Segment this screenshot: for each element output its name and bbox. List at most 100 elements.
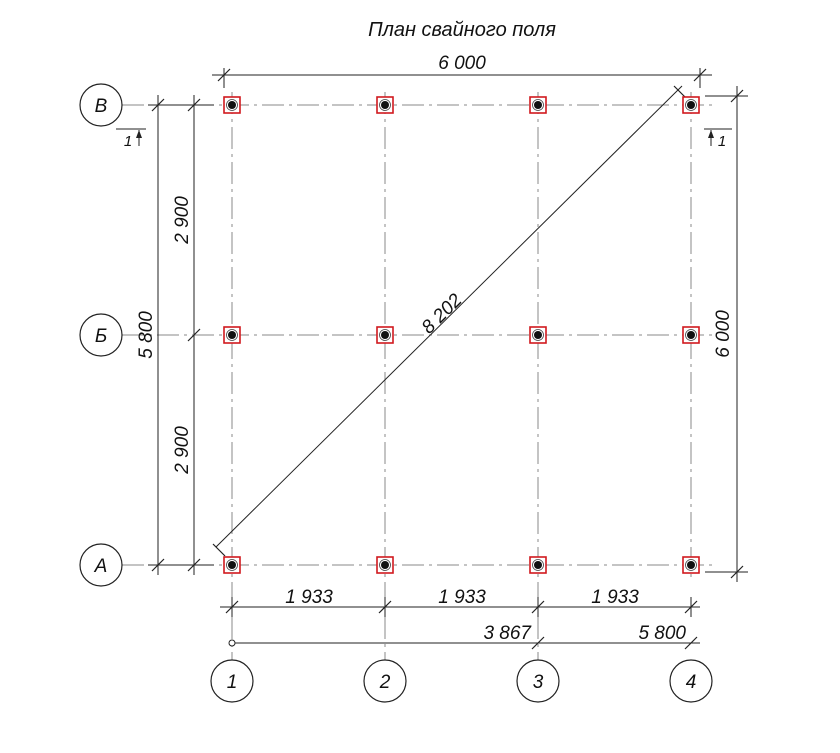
- tick-mark: [225, 600, 239, 614]
- pile: [682, 326, 700, 344]
- dimension-left-partial: 2 900 2 900: [172, 95, 201, 575]
- pile-ring: [532, 329, 544, 341]
- pile-shaft-dot: [228, 561, 236, 569]
- pile-ring: [532, 99, 544, 111]
- axis-bubble-b: [79, 313, 123, 357]
- pile-shaft-dot: [687, 101, 695, 109]
- tick-mark: [187, 98, 201, 112]
- pile-ring: [379, 559, 391, 571]
- section-label: 1: [124, 133, 132, 150]
- axis-bubble-v: [79, 83, 123, 127]
- dimension-left-overall: 5 800: [136, 95, 214, 575]
- dimension-diagonal: 8 202: [212, 85, 687, 557]
- dimension-text: 8 202: [418, 290, 467, 339]
- pile-shaft-dot: [228, 101, 236, 109]
- dimension-text: 6 000: [713, 310, 734, 358]
- tick-mark: [531, 636, 545, 650]
- pile: [376, 96, 394, 114]
- tick-mark: [673, 85, 687, 99]
- tick-mark: [684, 600, 698, 614]
- origin-mark: [228, 639, 236, 647]
- axis-label-2: 2: [379, 672, 391, 693]
- dimension-text: 1 933: [285, 587, 333, 608]
- dimension-text: 1 933: [591, 587, 639, 608]
- pile: [682, 556, 700, 574]
- pile-ring: [685, 329, 697, 341]
- pile-ring: [379, 329, 391, 341]
- tick-mark: [187, 328, 201, 342]
- dimension-top-overall: 6 000: [212, 53, 712, 88]
- grid-lines: [122, 92, 712, 660]
- axis-label-a: А: [94, 556, 108, 577]
- tick-mark: [684, 636, 698, 650]
- tick-mark: [531, 600, 545, 614]
- arrow-up-icon: [136, 130, 142, 138]
- pile-shaft-dot: [687, 561, 695, 569]
- pile-ring: [685, 99, 697, 111]
- pile-ring: [685, 559, 697, 571]
- pile-shaft-dot: [534, 561, 542, 569]
- tick-mark: [151, 558, 165, 572]
- tick-mark: [693, 68, 707, 82]
- pile: [223, 326, 241, 344]
- dimension-text: 5 800: [136, 311, 157, 359]
- dimension-text: 2 900: [172, 426, 193, 475]
- dimension-bottom-spans: 1 933 1 933 1 933: [220, 587, 700, 617]
- pile: [529, 326, 547, 344]
- row-axis-markers: В Б А: [79, 83, 123, 587]
- tick-mark: [730, 89, 744, 103]
- pile-ring: [226, 329, 238, 341]
- pile: [376, 326, 394, 344]
- section-label: 1: [718, 133, 726, 150]
- pile: [529, 96, 547, 114]
- axis-label-b: Б: [95, 326, 107, 347]
- section-mark-right: 1: [704, 128, 732, 150]
- pile-shaft-dot: [534, 331, 542, 339]
- pile-shaft-dot: [534, 101, 542, 109]
- pile-shaft-dot: [381, 561, 389, 569]
- arrow-up-icon: [708, 130, 714, 138]
- pile-shaft-dot: [381, 101, 389, 109]
- tick-mark: [730, 565, 744, 579]
- tick-mark: [378, 600, 392, 614]
- axis-bubble-3: [516, 659, 560, 703]
- pile: [376, 556, 394, 574]
- axis-bubble-2: [363, 659, 407, 703]
- dimension-text: 5 800: [638, 623, 686, 644]
- axis-bubble-1: [210, 659, 254, 703]
- axis-label-4: 4: [686, 672, 697, 693]
- dimension-right-overall: 6 000: [705, 86, 748, 582]
- piles-group: [223, 96, 700, 574]
- axis-label-1: 1: [227, 672, 238, 693]
- drawing-title: План свайного поля: [368, 19, 556, 41]
- tick-mark: [212, 543, 226, 557]
- axis-label-v: В: [95, 96, 108, 117]
- pile: [223, 96, 241, 114]
- pile-ring: [226, 99, 238, 111]
- tick-mark: [187, 558, 201, 572]
- dimension-text: 6 000: [438, 53, 486, 74]
- axis-bubble-a: [79, 543, 123, 587]
- tick-mark: [217, 68, 231, 82]
- tick-mark: [151, 98, 165, 112]
- pile: [682, 96, 700, 114]
- dimension-text: 2 900: [172, 196, 193, 245]
- pile-shaft-dot: [687, 331, 695, 339]
- pile-shaft-dot: [381, 331, 389, 339]
- axis-bubble-4: [669, 659, 713, 703]
- dimension-bottom-cumulative: 3 867 5 800: [228, 623, 700, 650]
- section-mark-left: 1: [116, 128, 146, 150]
- axis-label-3: 3: [533, 672, 544, 693]
- pile-ring: [532, 559, 544, 571]
- pile: [529, 556, 547, 574]
- dimension-text: 1 933: [438, 587, 486, 608]
- pile-shaft-dot: [228, 331, 236, 339]
- column-axis-markers: 1 2 3 4: [210, 659, 713, 703]
- pile: [223, 556, 241, 574]
- pile-ring: [226, 559, 238, 571]
- dimension-text: 3 867: [483, 623, 532, 644]
- dimension-line: [215, 85, 683, 548]
- pile-ring: [379, 99, 391, 111]
